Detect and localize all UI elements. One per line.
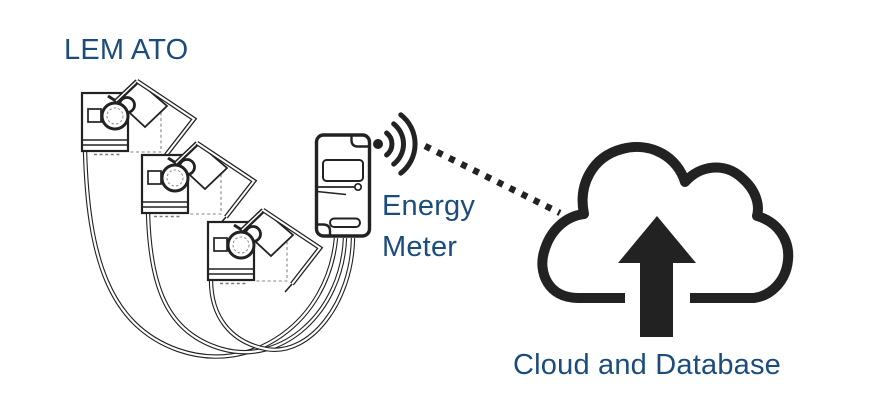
meter-terminal-slot bbox=[329, 217, 361, 228]
current-transformer-sensor-3 bbox=[208, 210, 320, 292]
meter-corner-notch-top bbox=[350, 136, 368, 148]
energy-meter-label: Energy Meter bbox=[382, 186, 475, 268]
upload-arrow-icon bbox=[618, 216, 696, 337]
meter-button bbox=[353, 182, 363, 192]
cloud-upload-icon bbox=[537, 142, 794, 337]
cloud-outline bbox=[537, 142, 794, 303]
energy-meter-label-line1: Energy bbox=[382, 190, 476, 222]
meter-display bbox=[322, 159, 364, 182]
current-transformer-sensor-2 bbox=[142, 143, 254, 225]
sensor-cables bbox=[82, 150, 356, 359]
energy-meter-label-line2: Meter bbox=[382, 231, 458, 263]
energy-meter-device bbox=[314, 133, 372, 238]
current-transformer-sensor-1 bbox=[82, 81, 194, 163]
wifi-signal-icon bbox=[373, 112, 418, 176]
lem-ato-label: LEM ATO bbox=[64, 34, 189, 66]
wireless-link-dotted-line bbox=[423, 143, 562, 216]
meter-corner-notch-bottom bbox=[317, 223, 332, 235]
cloud-database-label: Cloud and Database bbox=[513, 349, 782, 381]
